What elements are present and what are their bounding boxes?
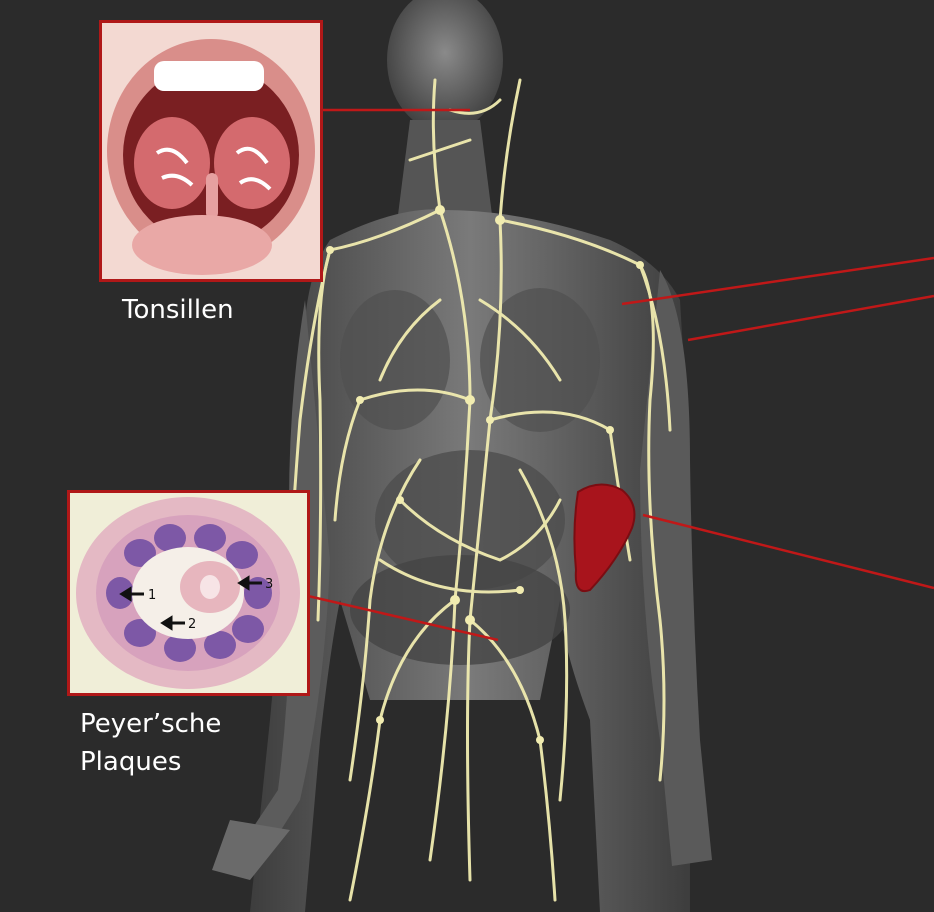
head-shape [387,0,503,132]
neck-shape [398,120,492,215]
second-right-leader-line [688,296,934,340]
marker-2: 2 [188,617,196,632]
top-right-leader-line [622,258,934,304]
lower-intestine-shape [350,555,570,665]
peyer-photo-inset: 1 2 3 [67,490,310,696]
peyer-label-line2: Plaques [80,744,181,780]
marker-3: 3 [265,577,273,592]
marker-1: 1 [148,588,156,603]
peyer-label-line1: Peyer’sche [80,706,221,742]
throat-photo-icon [102,23,320,279]
tonsils-photo-inset [99,20,323,282]
intestine-cross-section-icon: 1 2 3 [70,493,307,693]
tonsils-label: Tonsillen [122,292,234,328]
